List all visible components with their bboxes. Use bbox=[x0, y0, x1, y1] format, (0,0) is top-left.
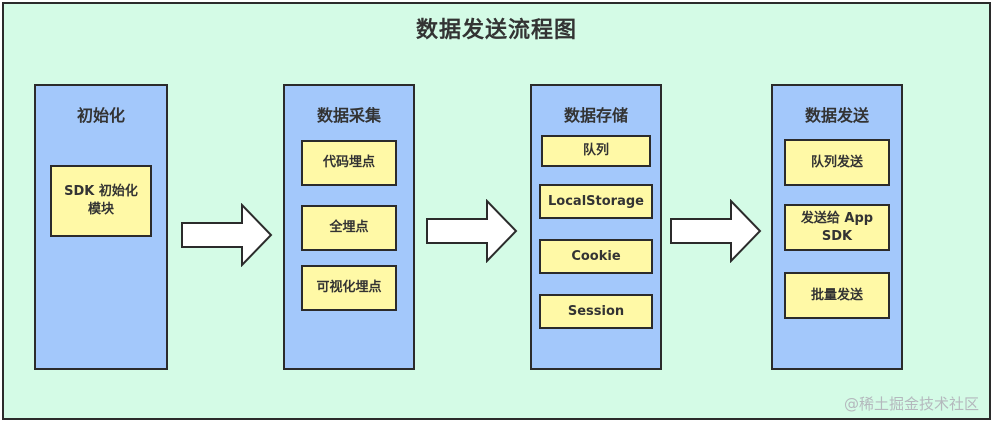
column-collect: 数据采集 代码埋点 全埋点 可视化埋点 bbox=[283, 84, 415, 370]
column-init-title: 初始化 bbox=[76, 106, 125, 125]
item-queue: 队列 bbox=[541, 135, 651, 167]
item-visual-tracking: 可视化埋点 bbox=[301, 265, 397, 311]
column-storage: 数据存储 队列 LocalStorage Cookie Session bbox=[530, 84, 662, 370]
column-init: 初始化 SDK 初始化 模块 bbox=[34, 84, 168, 370]
column-collect-title: 数据采集 bbox=[316, 106, 381, 125]
item-batch-send: 批量发送 bbox=[784, 272, 890, 319]
item-session: Session bbox=[539, 294, 653, 329]
item-code-tracking: 代码埋点 bbox=[301, 140, 397, 186]
arrow-right-icon bbox=[670, 199, 762, 263]
arrow-right-icon bbox=[426, 199, 518, 263]
item-send-to-app-sdk: 发送给 App SDK bbox=[784, 204, 890, 251]
item-sdk-init-module: SDK 初始化 模块 bbox=[50, 165, 152, 237]
diagram-title: 数据发送流程图 bbox=[415, 18, 577, 43]
item-queue-send: 队列发送 bbox=[784, 139, 890, 186]
column-send: 数据发送 队列发送 发送给 App SDK 批量发送 bbox=[771, 84, 903, 370]
arrow-right-icon bbox=[181, 203, 273, 267]
item-auto-tracking: 全埋点 bbox=[301, 205, 397, 251]
item-localstorage: LocalStorage bbox=[539, 184, 653, 219]
column-storage-title: 数据存储 bbox=[563, 106, 628, 125]
watermark: @稀土掘金技术社区 bbox=[843, 395, 979, 413]
item-cookie: Cookie bbox=[539, 239, 653, 274]
column-send-title: 数据发送 bbox=[804, 106, 869, 125]
